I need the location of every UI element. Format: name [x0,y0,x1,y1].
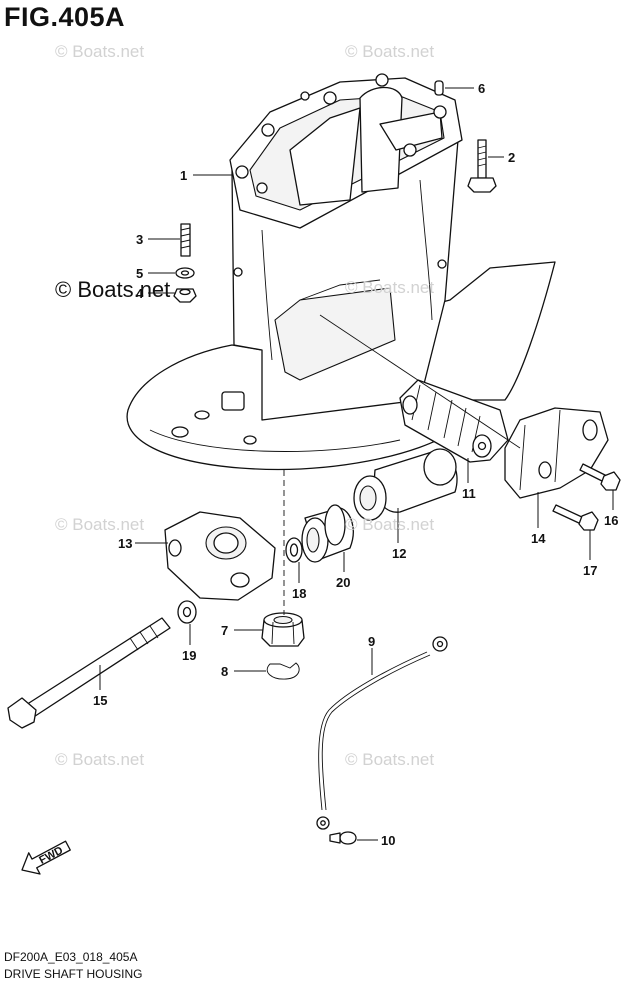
callout-3: 3 [136,232,143,247]
nut-part-7 [261,612,305,647]
callout-1: 1 [180,168,187,183]
callout-4: 4 [136,286,144,301]
callout-8: 8 [221,664,228,679]
watermark-faint: © Boats.net [345,42,435,61]
callout-14: 14 [531,531,546,546]
callout-17: 17 [583,563,597,578]
callout-20: 20 [336,575,350,590]
watermark-main: © Boats.net [55,277,171,302]
fwd-label: FWD [37,844,65,866]
callout-15: 15 [93,693,107,708]
watermark-faint: © Boats.net [345,750,435,769]
callout-5: 5 [136,266,143,281]
callout-10: 10 [381,833,395,848]
callout-2: 2 [508,150,515,165]
callout-18: 18 [292,586,306,601]
screw-part-10 [329,831,357,845]
nut-part-4 [173,288,197,303]
ground-wire-part-9 [316,636,448,830]
through-bolt-part-15 [7,617,171,729]
stud-part-3 [180,223,191,257]
cover-part-14 [504,407,609,499]
callout-6: 6 [478,81,485,96]
bolt-part-17 [552,504,599,531]
figure-caption: DRIVE SHAFT HOUSING [4,967,143,981]
watermark-faint: © Boats.net [55,42,145,61]
watermark-faint: © Boats.net [345,515,435,534]
dowel-pin-part-6 [434,80,444,96]
callout-9: 9 [368,634,375,649]
callout-labels: 1 2 3 4 5 6 7 8 9 10 11 12 13 14 15 16 1… [93,81,618,848]
leader-lines [99,87,614,841]
sleeve-part-20 [301,504,354,563]
callout-11: 11 [462,486,476,501]
bolt-part-16 [579,463,621,491]
stopper-part-11 [399,379,509,463]
watermark-faint: © Boats.net [55,515,145,534]
fwd-arrow-icon: FWD [21,840,71,875]
clip-part-8 [266,662,300,680]
washer-part-5 [175,267,195,279]
watermark-faint: © Boats.net [345,278,435,297]
callout-12: 12 [392,546,406,561]
watermark-faint: © Boats.net [55,750,145,769]
callout-16: 16 [604,513,618,528]
bolt-part-2 [467,139,497,193]
figure-title: FIG.405A [4,2,126,32]
callout-7: 7 [221,623,228,638]
callout-19: 19 [182,648,196,663]
figure-code: DF200A_E03_018_405A [4,950,138,964]
callout-13: 13 [118,536,132,551]
washer-part-18 [285,537,303,563]
mount-rubber-part-12 [353,448,458,521]
washer-part-19 [177,600,197,624]
mount-bracket-part-13 [164,511,276,601]
